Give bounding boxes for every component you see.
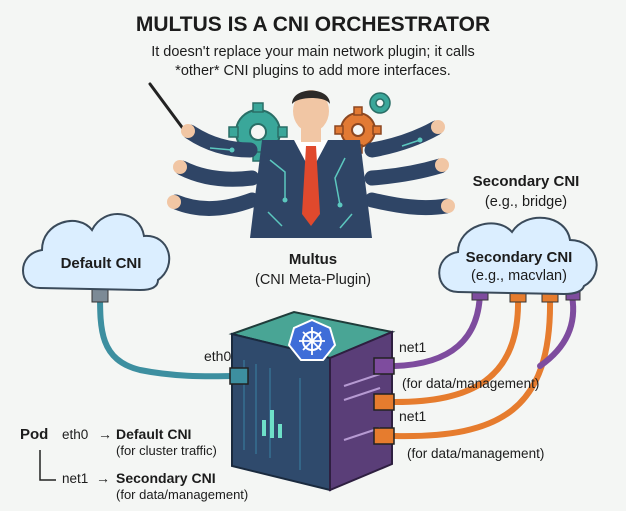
cable-purple-2 — [537, 293, 577, 369]
secondary-bridge-example: (e.g., bridge) — [485, 194, 567, 210]
legend-row2-note: (for data/management) — [116, 487, 248, 502]
legend-row2-arrow: → — [96, 470, 110, 486]
legend-row1-note: (for cluster traffic) — [116, 443, 217, 458]
cable-orange-2 — [392, 295, 554, 440]
legend: Pod eth0 → Default CNI (for cluster traf… — [20, 426, 248, 502]
kubernetes-icon — [287, 318, 337, 361]
default-cni-cloud — [22, 213, 171, 292]
port-net1-top — [373, 357, 395, 375]
multus-label: Multus — [289, 251, 337, 268]
cable-orange-1 — [392, 295, 522, 405]
port-eth0 — [229, 367, 249, 385]
net1-top-purpose: (for data/management) — [402, 376, 539, 391]
legend-row1-arrow: → — [98, 426, 112, 442]
legend-row2-iface: net1 — [62, 471, 88, 486]
secondary-macvlan-cloud — [438, 216, 598, 296]
default-cni-label: Default CNI — [61, 255, 142, 272]
legend-row2-target: Secondary CNI — [116, 470, 216, 486]
net1-mid-label: net1 — [399, 408, 426, 424]
net1-top-label: net1 — [399, 339, 426, 355]
cable-net1-top — [392, 287, 483, 369]
port-net1-bottom — [373, 427, 395, 445]
legend-tree-line — [39, 450, 56, 481]
legend-pod-label: Pod — [20, 426, 48, 443]
secondary-macvlan-example: (e.g., macvlan) — [471, 268, 567, 284]
multus-conductor-figure — [167, 90, 455, 238]
port-net1-mid — [373, 393, 395, 411]
legend-row1-iface: eth0 — [62, 427, 88, 442]
legend-row1-target: Default CNI — [116, 426, 191, 442]
subtitle-line-2: *other* CNI plugins to add more interfac… — [175, 63, 451, 79]
page-title: MULTUS IS A CNI ORCHESTRATOR — [136, 13, 490, 36]
eth0-label: eth0 — [204, 348, 231, 364]
secondary-bridge-label: Secondary CNI — [473, 173, 580, 190]
gear-small-icon — [369, 92, 391, 114]
subtitle-line-1: It doesn't replace your main network plu… — [151, 44, 475, 60]
multus-role-label: (CNI Meta-Plugin) — [255, 272, 371, 288]
net1-mid-purpose: (for data/management) — [407, 446, 544, 461]
secondary-macvlan-label: Secondary CNI — [466, 249, 573, 266]
cable-eth0 — [97, 289, 239, 380]
